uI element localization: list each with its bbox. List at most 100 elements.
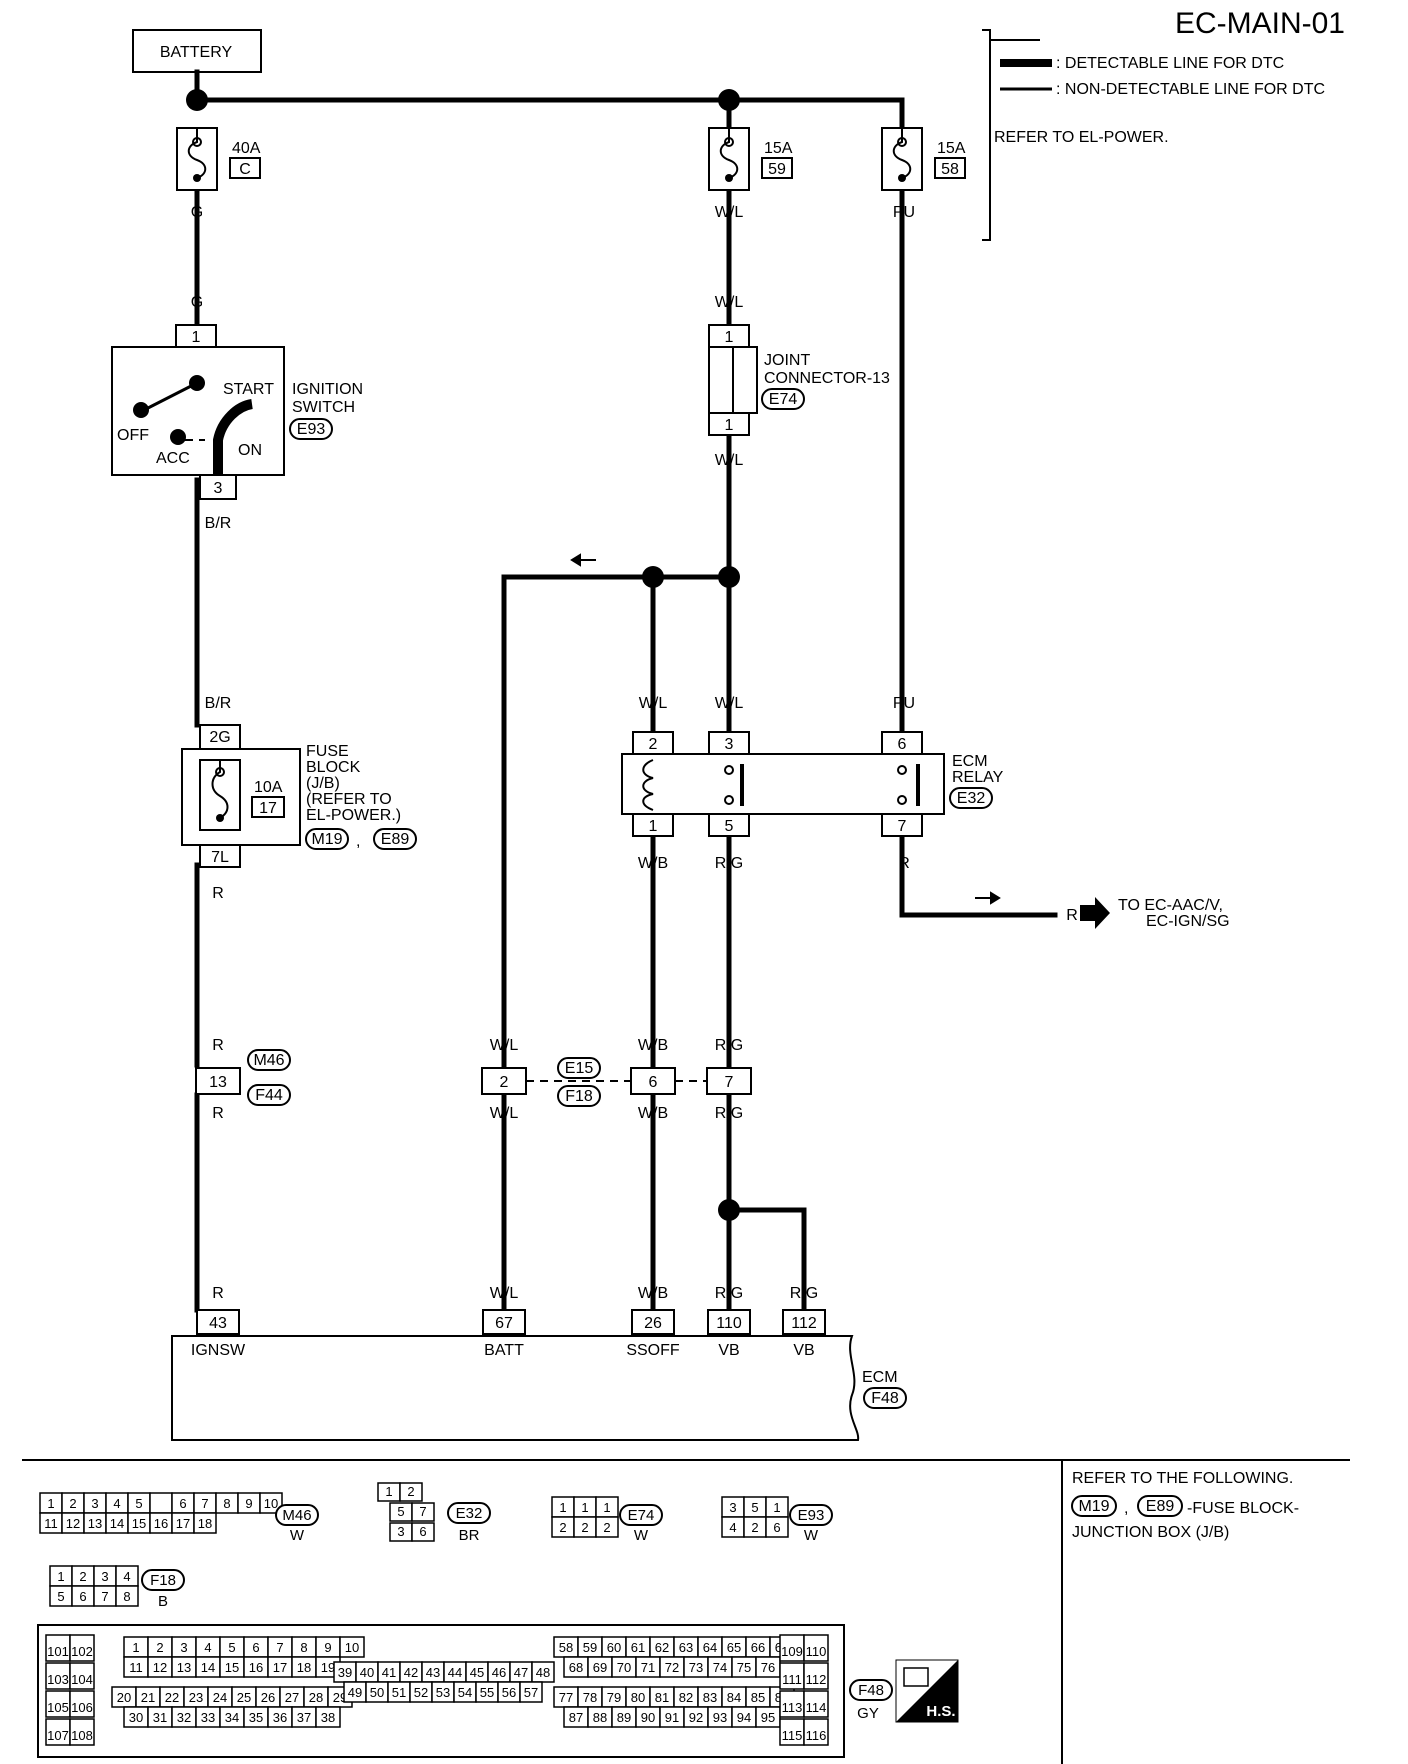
e32-pin: 5 (397, 1504, 404, 1519)
f48-g1-pin: 7 (276, 1640, 283, 1655)
f48-g1-pin: 27 (285, 1690, 299, 1705)
f48-g3-pin: 58 (559, 1640, 573, 1655)
hs-label: H.S. (926, 1703, 955, 1720)
f18-color: B (158, 1593, 168, 1610)
refer-line3: JUNCTION BOX (J/B) (1072, 1524, 1229, 1541)
f48-g1-pin: 15 (225, 1660, 239, 1675)
f48-g2-cell (519, 1681, 543, 1703)
fuse-59-amps: 15A (764, 140, 793, 157)
m46-color: W (290, 1527, 305, 1544)
f48-g3-pin: 72 (665, 1660, 679, 1675)
m46-pin: 14 (110, 1516, 124, 1531)
relay-conn-id: E32 (957, 790, 986, 807)
ign-pin-out: 3 (214, 480, 223, 497)
ecm-pin-label: VB (793, 1342, 814, 1359)
f48-left-cell (69, 1662, 95, 1690)
f48-g2-pin: 43 (426, 1665, 440, 1680)
wire-label: R (212, 1285, 224, 1302)
wire-label: W/L (490, 1285, 519, 1302)
f18-cell (115, 1585, 139, 1607)
f48-g3-pin: 69 (593, 1660, 607, 1675)
f48-g3-pin: 60 (607, 1640, 621, 1655)
m46-pin: 7 (201, 1496, 208, 1511)
f48-g2-pin: 45 (470, 1665, 484, 1680)
e32-id: E32 (456, 1505, 483, 1522)
f48-g1-pin: 20 (117, 1690, 131, 1705)
f48-g3-pin: 59 (583, 1640, 597, 1655)
m46-pin: 15 (132, 1516, 146, 1531)
m46-pin: 9 (245, 1496, 252, 1511)
f48-g1-pin: 26 (261, 1690, 275, 1705)
inline-pin: 6 (649, 1074, 658, 1091)
wire-label: W/B (638, 855, 668, 872)
f48-g3-pin: 93 (713, 1710, 727, 1725)
conn-f44: F44 (255, 1087, 283, 1104)
f48-g1-pin: 22 (165, 1690, 179, 1705)
f48-g1-pin: 11 (129, 1660, 143, 1675)
fuse-15a-59: 15A 59 (708, 127, 793, 191)
refer-line2: -FUSE BLOCK- (1187, 1500, 1299, 1517)
conn-f18: F18 (565, 1088, 593, 1105)
to-label-2: EC-IGN/SG (1146, 913, 1230, 930)
e93-cell (765, 1516, 789, 1538)
e93-id: E93 (798, 1507, 825, 1524)
f48-g1-pin: 2 (156, 1640, 163, 1655)
fb-sep: , (356, 833, 360, 850)
e32-cell (399, 1482, 423, 1502)
fb-fuse-id: 17 (259, 800, 277, 817)
ecm-pin: 110 (716, 1315, 742, 1332)
hs-icon-triangle (896, 1660, 958, 1722)
m46-pin: 8 (223, 1496, 230, 1511)
f48-right-cell (803, 1690, 829, 1718)
wire-label: R/G (790, 1285, 818, 1302)
f48-g3-pin: 65 (727, 1640, 741, 1655)
f48-id: F48 (858, 1682, 884, 1699)
to-label: TO EC-AAC/V, (1118, 897, 1223, 914)
e93-pin: 5 (751, 1500, 758, 1515)
f48-g2-pin: 48 (536, 1665, 550, 1680)
f48-g1-pin: 17 (273, 1660, 287, 1675)
refer-conn1: M19 (1078, 1498, 1109, 1515)
page-title: EC-MAIN-01 (1175, 7, 1345, 40)
wire-label: G (191, 204, 203, 221)
f48-g3-pin: 63 (679, 1640, 693, 1655)
fb-name-2: BLOCK (306, 759, 361, 776)
fuse-58-amps: 15A (937, 140, 966, 157)
f48-g1-pin: 24 (213, 1690, 227, 1705)
joint-name-2: CONNECTOR-13 (764, 370, 890, 387)
f48-g1-pin: 10 (345, 1640, 359, 1655)
m46-pin: 17 (176, 1516, 190, 1531)
wire-label: W/L (490, 1037, 519, 1054)
e32-pin: 6 (419, 1524, 426, 1539)
e32-cell (411, 1502, 435, 1522)
inline-pin: 2 (500, 1074, 509, 1091)
e74-pin: 1 (581, 1500, 588, 1515)
f48-g3-pin: 90 (641, 1710, 655, 1725)
e74-pin: 2 (603, 1520, 610, 1535)
e32-pin: 1 (385, 1484, 392, 1499)
e74-cell (595, 1516, 619, 1538)
f48-g2-pin: 41 (382, 1665, 396, 1680)
splices (186, 89, 740, 1221)
f48-g1-pin: 21 (141, 1690, 155, 1705)
relay-pin: 7 (898, 818, 907, 835)
fb-name-1: FUSE (306, 743, 349, 760)
wire-label: R/G (715, 1037, 743, 1054)
wire-label: R/G (715, 1105, 743, 1122)
f48-g2-pin: 57 (524, 1685, 538, 1700)
f18-pin: 2 (79, 1569, 86, 1584)
m46-pin: 13 (88, 1516, 102, 1531)
f48-g3-pin: 88 (593, 1710, 607, 1725)
f48-g3-pin: 87 (569, 1710, 583, 1725)
wire-label: B/R (205, 695, 232, 712)
f48-left-cell (69, 1690, 95, 1718)
f48-right-pin: 113 (782, 1700, 803, 1715)
f48-g3-pin: 92 (689, 1710, 703, 1725)
m46-pin: 1 (47, 1496, 54, 1511)
relay-name-2: RELAY (952, 769, 1004, 786)
fb-conn2: E89 (381, 831, 410, 848)
f48-g2-pin: 51 (392, 1685, 406, 1700)
f48-g2-pin: 53 (436, 1685, 450, 1700)
fuse-block: 2G 10A 17 7L FUSE BLOCK (J/B) (REFER TO … (181, 724, 417, 868)
f18-oval (141, 1569, 185, 1591)
